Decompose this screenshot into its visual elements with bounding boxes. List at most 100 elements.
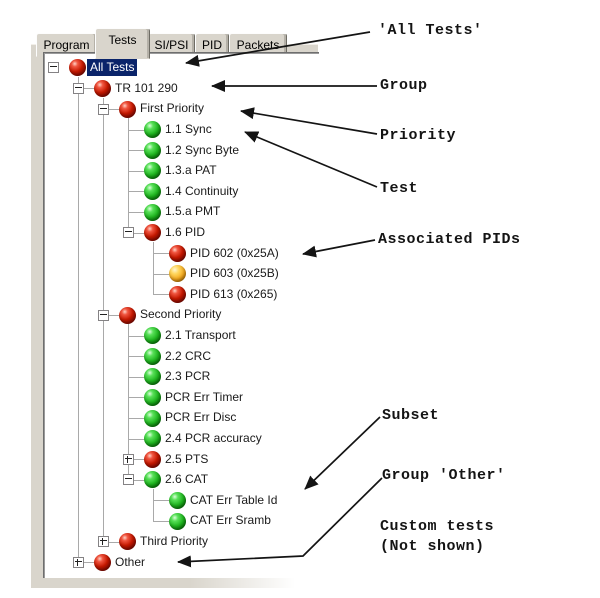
tree-item-label[interactable]: 2.6 CAT [165,472,209,487]
status-ball-red-icon[interactable] [143,450,161,468]
collapse-minus-icon[interactable] [97,309,109,321]
status-ball-green-icon[interactable] [168,492,186,510]
tree-item[interactable]: PCR Err Timer [44,387,319,408]
tree-item[interactable]: 1.4 Continuity [44,181,319,202]
status-ball-green-icon[interactable] [143,162,161,180]
status-ball-green-icon[interactable] [143,409,161,427]
tree-item[interactable]: Third Priority [44,532,319,553]
status-ball-green-icon[interactable] [143,203,161,221]
tree-item[interactable]: 2.3 PCR [44,367,319,388]
tree-item[interactable]: First Priority [44,99,319,120]
collapse-minus-icon[interactable] [97,103,109,115]
tree-item-label[interactable]: 1.2 Sync Byte [165,142,240,157]
tree-item[interactable]: 1.5.a PMT [44,202,319,223]
tree-item-label[interactable]: 1.4 Continuity [165,183,239,198]
tree-stub-line [103,314,120,316]
tree-item-label[interactable]: CAT Err Table Id [190,492,278,507]
tree-item[interactable]: PID 603 (0x25B) [44,264,319,285]
tree-item[interactable]: PID 613 (0x265) [44,284,319,305]
tree-item[interactable]: 2.4 PCR accuracy [44,429,319,450]
tree-item-label[interactable]: CAT Err Sramb [190,513,271,528]
status-ball-green-icon[interactable] [143,430,161,448]
status-ball-red-icon[interactable] [168,244,186,262]
status-ball-green-icon[interactable] [143,141,161,159]
tree-stub-line [78,562,95,564]
tree-item-label[interactable]: 2.2 CRC [165,348,212,363]
tree-item-label[interactable]: 1.5.a PMT [165,204,221,219]
tree-item-label[interactable]: First Priority [140,101,204,116]
expand-plus-icon[interactable] [122,453,134,465]
status-ball-green-icon[interactable] [143,368,161,386]
tree-item-label[interactable]: 1.6 PID [165,225,206,239]
expand-plus-icon[interactable] [72,556,84,568]
status-ball-red-icon[interactable] [68,59,86,77]
tree-item-label[interactable]: 2.3 PCR [165,369,211,384]
status-ball-red-icon[interactable] [143,224,161,242]
status-ball-amber-icon[interactable] [168,265,186,283]
status-ball-green-icon[interactable] [143,183,161,201]
status-ball-red-icon[interactable] [168,286,186,304]
tree-item-label[interactable]: 2.5 PTS [165,451,209,466]
tree-item[interactable]: 1.6 PID [44,223,319,244]
tree-stub-line [128,459,145,461]
status-ball-red-icon[interactable] [93,80,111,98]
tree-item-label[interactable]: PID 613 (0x265) [190,286,278,301]
tree-item-label[interactable]: All Tests [87,59,138,77]
annotation-associated-pids: Associated PIDs [378,231,521,248]
tree-item[interactable]: PCR Err Disc [44,408,319,429]
tree-item-label[interactable]: PCR Err Timer [165,389,243,404]
status-ball-red-icon[interactable] [93,553,111,571]
status-ball-green-icon[interactable] [143,471,161,489]
tree-stub-line [78,88,95,90]
tree-item-label[interactable]: PID 603 (0x25B) [190,266,279,281]
collapse-minus-icon[interactable] [122,474,134,486]
tree-stub-line [128,129,145,131]
tree-item-label[interactable]: 1.1 Sync [165,122,212,136]
collapse-minus-icon[interactable] [47,62,59,74]
tree-item[interactable]: PID 602 (0x25A) [44,243,319,264]
status-ball-green-icon[interactable] [168,512,186,530]
tree-item-label[interactable]: Other [115,554,146,569]
tree-item[interactable]: Other [44,552,319,573]
tree-item[interactable]: 1.2 Sync Byte [44,140,319,161]
tree-item[interactable]: 1.1 Sync [44,120,319,141]
tree-item[interactable]: 2.5 PTS [44,449,319,470]
collapse-minus-icon[interactable] [122,227,134,239]
tree-stub-line [128,479,145,481]
status-ball-green-icon[interactable] [143,347,161,365]
status-ball-red-icon[interactable] [118,306,136,324]
tree-item-label[interactable]: Second Priority [140,307,222,322]
tree-item[interactable]: CAT Err Sramb [44,511,319,532]
status-ball-red-icon[interactable] [118,100,136,118]
status-ball-green-icon[interactable] [143,389,161,407]
tree-item[interactable]: 1.3.a PAT [44,161,319,182]
tree-item[interactable]: Second Priority [44,305,319,326]
tree-stub-line [128,232,145,234]
tree-item[interactable]: TR 101 290 [44,78,319,99]
tree-stub-line [128,438,145,440]
expand-plus-icon[interactable] [97,536,109,548]
tree-item-label[interactable]: 2.1 Transport [165,328,236,342]
tree-item[interactable]: CAT Err Table Id [44,490,319,511]
tree-item[interactable]: 2.6 CAT [44,470,319,491]
tree-item[interactable]: 2.1 Transport [44,326,319,347]
annotation-group: Group [380,77,428,94]
tree-item[interactable]: 2.2 CRC [44,346,319,367]
tree-item-label[interactable]: 1.3.a PAT [165,163,217,178]
tree-item-label[interactable]: 2.4 PCR accuracy [165,431,262,445]
collapse-minus-icon[interactable] [72,83,84,95]
tree-stub-line [128,211,145,213]
status-ball-green-icon[interactable] [143,327,161,345]
annotation-test: Test [380,180,419,197]
status-ball-green-icon[interactable] [143,121,161,139]
tree-item[interactable]: All Tests [44,58,319,79]
tree-item-label[interactable]: PID 602 (0x25A) [190,245,279,260]
annotation-all-tests: 'All Tests' [378,22,483,39]
tree-item-label[interactable]: PCR Err Disc [165,410,237,425]
tree-item-label[interactable]: Third Priority [140,534,209,548]
tab-tests[interactable]: Tests [95,28,150,59]
tree-item-label[interactable]: TR 101 290 [115,80,178,95]
tree-stub-line [128,191,145,193]
status-ball-red-icon[interactable] [118,533,136,551]
